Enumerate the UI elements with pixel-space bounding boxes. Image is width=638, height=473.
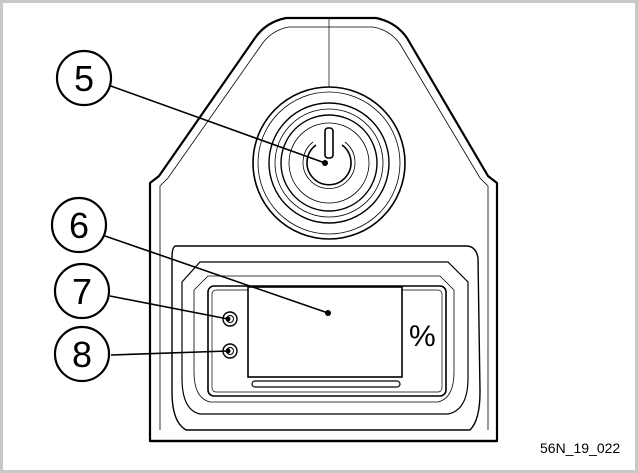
svg-text:8: 8 <box>72 334 92 375</box>
svg-text:6: 6 <box>69 205 89 246</box>
leader-line-7 <box>109 295 229 320</box>
callout-5: 5 <box>55 49 113 107</box>
display-bezel <box>171 245 481 431</box>
display-screen <box>247 286 403 378</box>
housing-inner-line <box>159 26 489 430</box>
callout-6: 6 <box>50 196 108 254</box>
callout-7: 7 <box>53 262 111 320</box>
leader-line-8 <box>110 350 229 356</box>
percent-symbol: % <box>409 320 436 353</box>
svg-text:7: 7 <box>72 271 92 312</box>
figure-code: 56N_19_022 <box>540 440 620 456</box>
leader-line-5 <box>107 84 326 164</box>
callout-8: 8 <box>53 325 111 383</box>
power-icon <box>302 127 356 189</box>
svg-text:5: 5 <box>74 58 94 99</box>
display-bar <box>251 380 401 388</box>
power-button <box>252 86 406 240</box>
leader-line-6 <box>104 235 329 314</box>
